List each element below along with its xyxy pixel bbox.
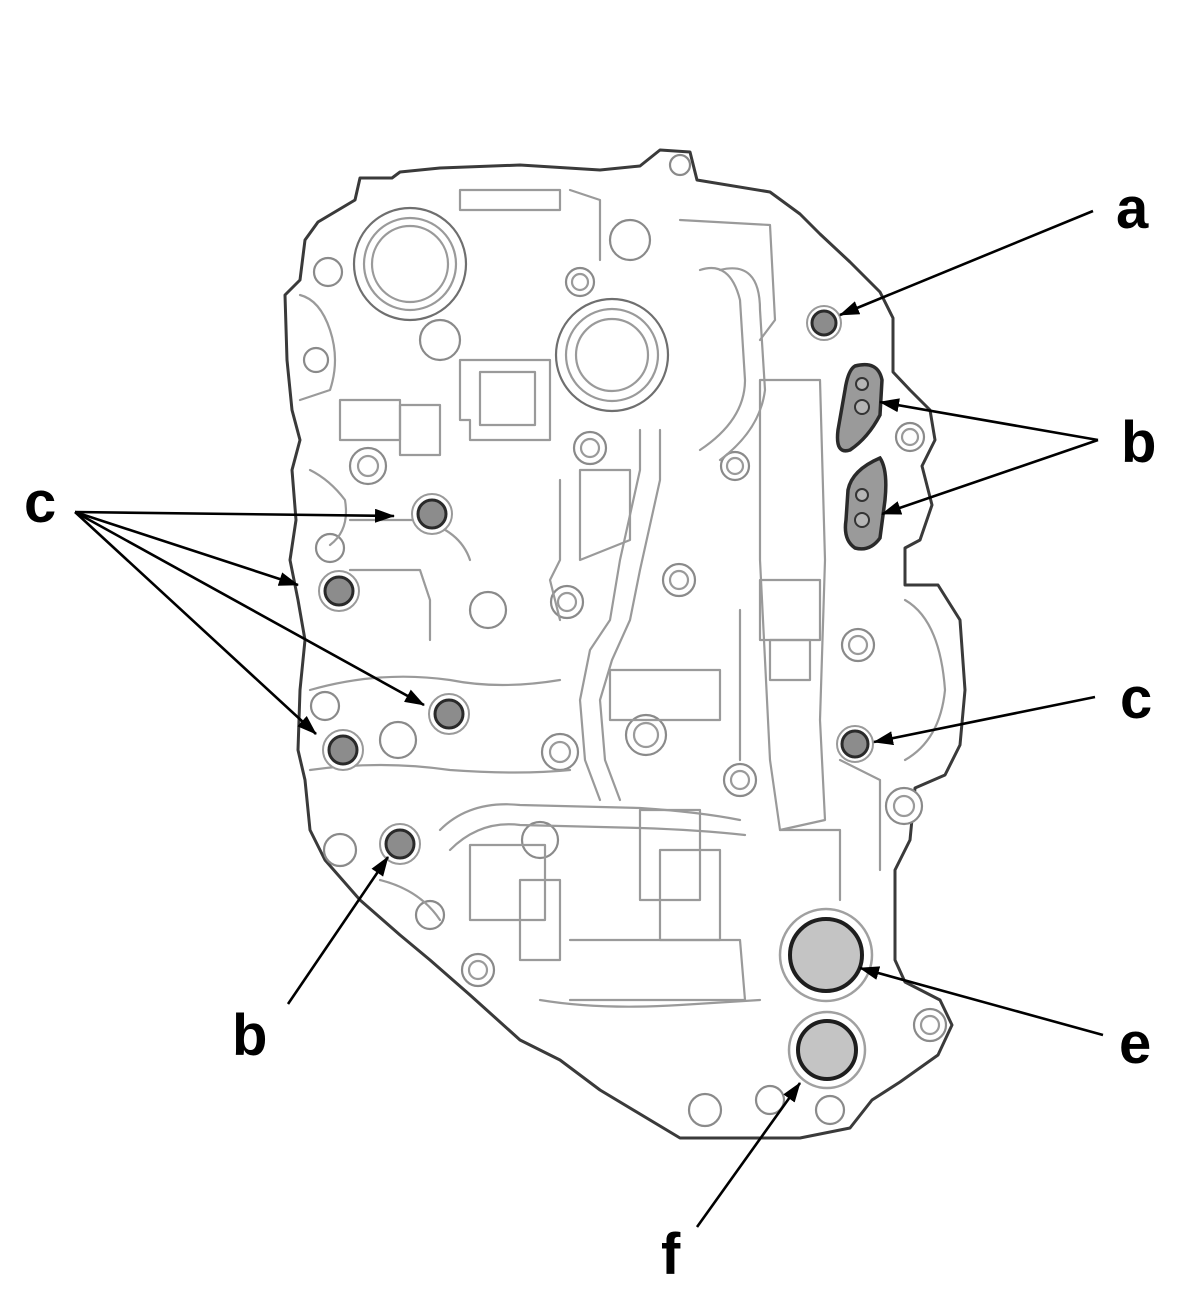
callout-b-lower: b <box>232 1003 267 1068</box>
callout-c-left: c <box>24 470 56 535</box>
leader-c-left-2 <box>74 510 299 587</box>
leader-c-left-4 <box>74 511 317 735</box>
leader-f <box>695 1082 802 1228</box>
plug-e <box>778 907 874 1003</box>
plug-c-4 <box>322 729 364 771</box>
plug-c-1 <box>411 493 453 535</box>
callout-c-right: c <box>1120 666 1152 731</box>
leader-lines <box>74 209 1104 1228</box>
plug-c-3 <box>428 693 470 735</box>
casting-detail <box>298 153 948 1128</box>
plug-b-lower <box>379 823 421 865</box>
callout-f: f <box>661 1222 681 1287</box>
leader-c-right <box>873 695 1096 746</box>
plug-a <box>806 305 842 341</box>
orifice-slot-upper <box>835 362 884 453</box>
callout-a: a <box>1116 176 1149 241</box>
leader-e <box>859 966 1104 1037</box>
plug-c-2 <box>318 570 360 612</box>
leader-c-left-3 <box>74 510 425 707</box>
plug-f <box>787 1010 867 1090</box>
callout-e: e <box>1119 1011 1151 1076</box>
callout-b-right: b <box>1121 410 1156 475</box>
leader-b-right-1 <box>879 398 1099 442</box>
leader-b-right-2 <box>881 438 1099 516</box>
leader-a <box>839 209 1094 317</box>
leader-c-left-1 <box>74 508 395 523</box>
plug-c-5 <box>836 725 874 763</box>
orifice-slot-lower <box>843 455 888 551</box>
leader-b-lower <box>286 856 390 1005</box>
